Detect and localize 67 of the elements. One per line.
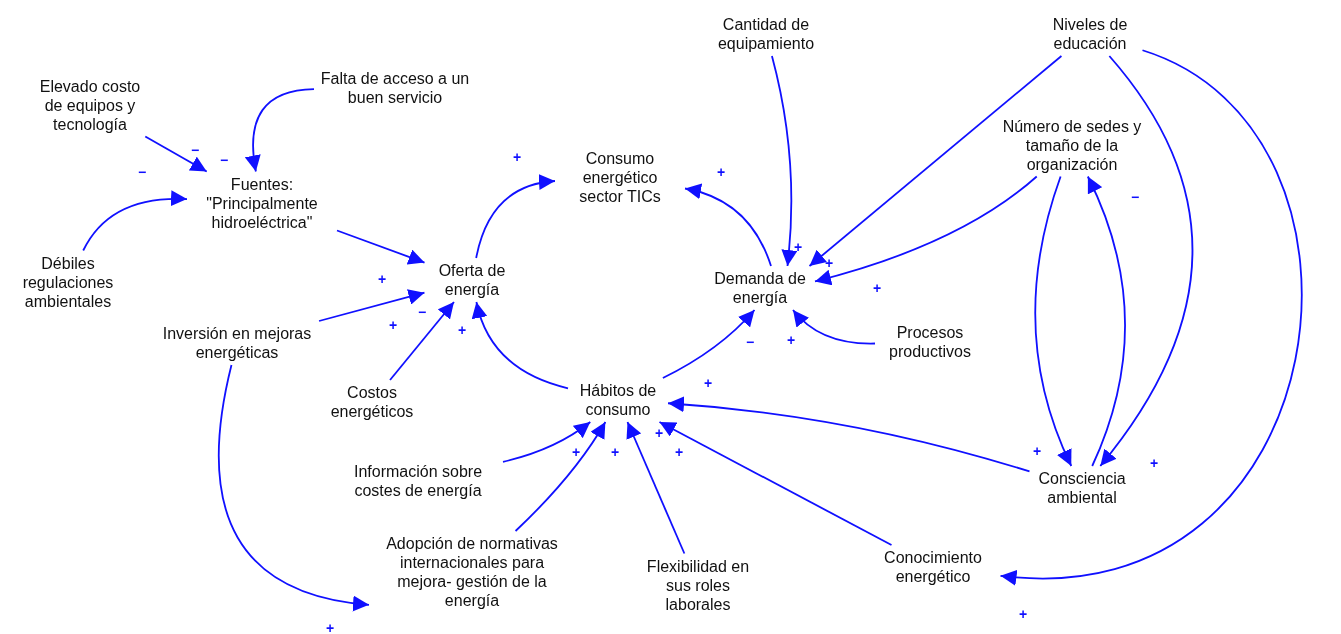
polarity-sign: + xyxy=(571,445,581,459)
causal-arrow xyxy=(1086,175,1126,467)
variable-label: Número de sedes y tamaño de la organización xyxy=(997,113,1147,177)
polarity-sign: + xyxy=(674,445,684,459)
polarity-sign: − xyxy=(1130,190,1140,204)
causal-arrow xyxy=(245,88,315,173)
polarity-sign: + xyxy=(786,333,796,347)
polarity-sign: + xyxy=(1018,607,1028,621)
causal-arrow xyxy=(502,421,592,463)
variable-label: Demanda de energía xyxy=(705,266,815,310)
polarity-sign: + xyxy=(793,240,803,254)
variable-label: Hábitos de consumo xyxy=(568,378,668,422)
causal-arrow xyxy=(808,55,1063,267)
causal-arrow xyxy=(662,309,756,379)
causal-arrow xyxy=(626,421,686,555)
causal-arrow xyxy=(144,135,208,173)
causal-arrow xyxy=(336,229,426,265)
polarity-sign: + xyxy=(512,150,522,164)
polarity-sign: − xyxy=(745,335,755,349)
variable-label: Débiles regulaciones ambientales xyxy=(8,250,128,314)
variable-label: Conocimiento energético xyxy=(865,545,1001,589)
causal-arrow xyxy=(218,364,370,611)
polarity-sign: + xyxy=(457,323,467,337)
causal-arrow xyxy=(814,175,1038,286)
causal-arrow xyxy=(82,190,188,252)
causal-arrow xyxy=(667,396,1031,473)
variable-label: Fuentes: "Principalmente hidroeléctrica" xyxy=(187,171,337,235)
polarity-sign: + xyxy=(1032,444,1042,458)
polarity-sign: − xyxy=(190,143,200,157)
variable-label: Niveles de educación xyxy=(1037,12,1143,56)
polarity-sign: + xyxy=(824,256,834,270)
causal-arrow xyxy=(771,55,798,267)
causal-arrow xyxy=(318,289,426,322)
causal-arrow xyxy=(1099,55,1194,467)
variable-label: Consciencia ambiental xyxy=(1029,466,1135,510)
polarity-sign: − xyxy=(417,305,427,319)
polarity-sign: + xyxy=(716,165,726,179)
variable-label: Información sobre costes de energía xyxy=(333,459,503,503)
polarity-sign: + xyxy=(610,445,620,459)
variable-label: Oferta de energía xyxy=(424,258,520,302)
polarity-sign: + xyxy=(377,272,387,286)
polarity-sign: − xyxy=(137,165,147,179)
variable-label: Elevado costo de equipos y tecnología xyxy=(26,73,154,137)
causal-arrow xyxy=(389,301,455,381)
variable-label: Flexibilidad en sus roles laborales xyxy=(630,553,766,617)
polarity-sign: + xyxy=(872,281,882,295)
polarity-sign: + xyxy=(654,426,664,440)
causal-arrow xyxy=(1034,175,1073,467)
polarity-sign: − xyxy=(219,153,229,167)
causal-arrow xyxy=(475,174,556,259)
polarity-sign: + xyxy=(325,621,335,634)
variable-label: Inversión en mejoras energéticas xyxy=(137,321,337,365)
variable-label: Costos energéticos xyxy=(317,380,427,424)
variable-label: Adopción de normativas internacionales para mejora- gestión de la energía xyxy=(369,531,575,613)
causal-arrow xyxy=(684,184,772,267)
polarity-sign: + xyxy=(1149,456,1159,470)
causal-arrow xyxy=(514,421,607,532)
causal-arrow xyxy=(999,49,1303,584)
variable-label: Cantidad de equipamiento xyxy=(701,12,831,56)
variable-label: Procesos productivos xyxy=(875,320,985,364)
polarity-sign: + xyxy=(388,318,398,332)
variable-label: Consumo energético sector TICs xyxy=(555,145,685,209)
variable-label: Falta de acceso a un buen servicio xyxy=(314,66,476,110)
polarity-sign: + xyxy=(703,376,713,390)
causal-arrow xyxy=(658,421,893,546)
causal-arrow xyxy=(792,309,876,345)
causal-arrow xyxy=(472,301,569,390)
